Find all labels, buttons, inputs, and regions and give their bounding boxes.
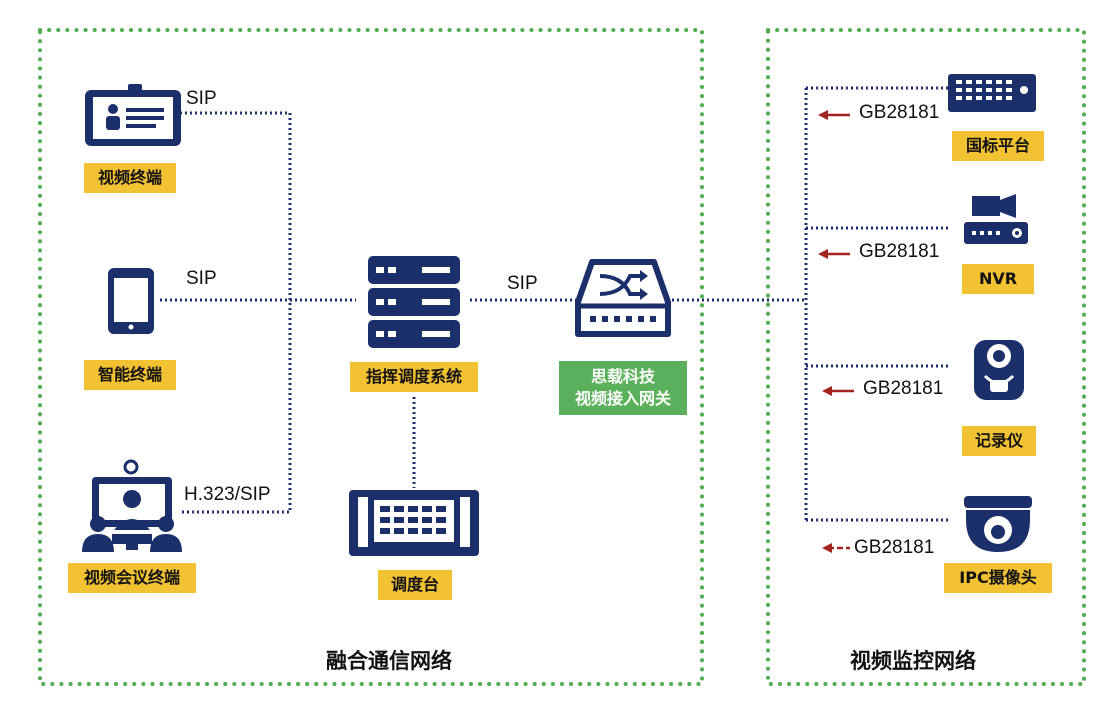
command-system-label: 指挥调度系统 xyxy=(350,362,478,392)
gateway-label: 思载科技 视频接入网关 xyxy=(559,361,687,415)
recorder-label: 记录仪 xyxy=(962,426,1036,456)
server-stack-icon xyxy=(368,256,460,348)
video-surveillance-region xyxy=(766,28,1086,686)
nvr-label: NVR xyxy=(962,264,1034,294)
smartphone-icon xyxy=(108,268,154,334)
gateway-label-line1: 思载科技 xyxy=(590,367,655,386)
h323-label: H.323/SIP xyxy=(184,484,271,505)
video-terminal-label: 视频终端 xyxy=(84,163,176,193)
gb-arrows xyxy=(818,110,854,553)
nvr-camera-icon xyxy=(964,194,1028,244)
gb-label-nvr: GB28181 xyxy=(859,241,940,262)
console-icon xyxy=(349,490,479,556)
sip-label-smart-terminal: SIP xyxy=(186,268,217,289)
gb-label-platform: GB28181 xyxy=(859,102,940,123)
recorder-icon xyxy=(974,340,1024,400)
arrow-ipc xyxy=(822,543,850,553)
arrow-nvr xyxy=(818,249,850,259)
gb-label-recorder: GB28181 xyxy=(863,378,944,399)
ipc-camera-label: IPC摄像头 xyxy=(944,563,1052,593)
fusion-network-region xyxy=(38,28,704,686)
ipc-camera-icon xyxy=(964,496,1032,552)
platform-server-icon xyxy=(948,74,1036,112)
gateway-label-line2: 视频接入网关 xyxy=(574,389,671,408)
arrow-recorder xyxy=(822,386,854,396)
conference-terminal-icon xyxy=(82,459,182,552)
video-terminal-icon xyxy=(85,84,181,146)
console-label: 调度台 xyxy=(378,570,452,600)
sip-label-video-terminal: SIP xyxy=(186,88,217,109)
arrow-platform xyxy=(818,110,850,120)
surveillance-network-title: 视频监控网络 xyxy=(850,649,976,673)
link-video-terminal xyxy=(180,111,292,514)
national-platform-label: 国标平台 xyxy=(952,131,1044,161)
sip-label-gateway: SIP xyxy=(507,273,538,294)
conference-terminal-label: 视频会议终端 xyxy=(68,563,196,593)
gateway-switch-icon xyxy=(575,259,671,337)
connection-lines xyxy=(160,86,948,522)
smart-terminal-label: 智能终端 xyxy=(84,360,176,390)
fusion-network-title: 融合通信网络 xyxy=(326,649,452,673)
gb-label-ipc: GB28181 xyxy=(854,537,935,558)
